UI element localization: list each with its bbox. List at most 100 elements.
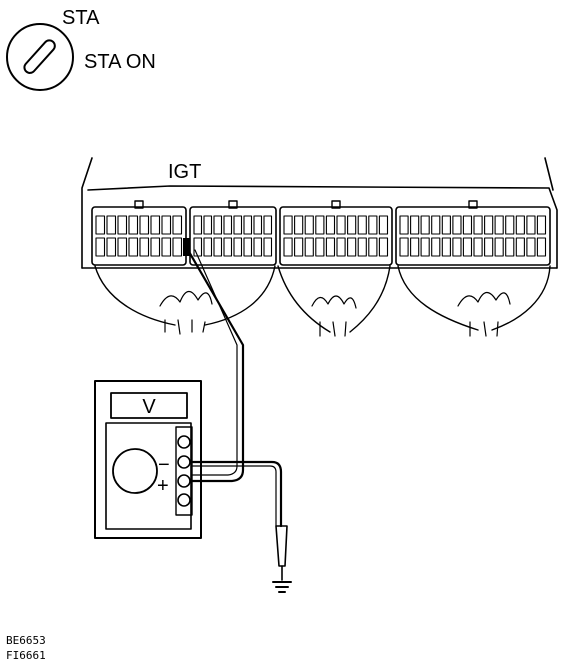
connector-pin: [139, 237, 150, 257]
ignition-switch-body: [6, 23, 74, 91]
connector-pin: [536, 215, 547, 235]
connector-block-4: [395, 206, 551, 266]
connector-pin: [294, 237, 304, 257]
connector-pin: [117, 237, 128, 257]
connector-pin: [336, 237, 346, 257]
ground-probe: [275, 525, 288, 567]
connector-pin: [283, 237, 293, 257]
connector-pin: [128, 237, 139, 257]
jack-minus: [177, 455, 191, 469]
connector-pin: [223, 237, 233, 257]
connector-pin: [263, 237, 273, 257]
connector-pin: [294, 215, 304, 235]
connector-latch-1: [134, 200, 144, 209]
connector-pin: [357, 215, 367, 235]
connector-pin: [357, 237, 367, 257]
connector-pin: [420, 215, 430, 235]
connector-pin: [515, 215, 525, 235]
jack-strip: [175, 426, 193, 516]
connector-pin: [253, 237, 263, 257]
connector-pin: [452, 237, 462, 257]
jack-plus: [177, 474, 191, 488]
connector-pin: [106, 215, 117, 235]
connector-pin: [526, 237, 536, 257]
connector-latch-2: [228, 200, 238, 209]
connector-pin: [536, 237, 547, 257]
connector-pin: [172, 215, 183, 235]
positive-test-lead-edge: [191, 249, 238, 476]
harness-bundle-1: [94, 265, 276, 326]
connector-pin: [347, 237, 357, 257]
connector-pin: [505, 215, 515, 235]
connector-pin: [243, 237, 253, 257]
negative-test-lead: [190, 460, 283, 528]
connector-pin: [223, 215, 233, 235]
key-icon: [23, 39, 56, 74]
connector-pin: [462, 237, 473, 257]
connector-pin: [368, 237, 378, 257]
connector-pin: [128, 215, 139, 235]
connector-pin: [526, 215, 536, 235]
range-dial: [112, 448, 158, 494]
connector-pin: [283, 215, 293, 235]
connector-pin: [95, 215, 106, 235]
connector-pin: [193, 215, 203, 235]
harness-bundle-2: [277, 265, 391, 333]
ignition-switch: [6, 23, 74, 91]
meter-plus-label: +: [157, 475, 169, 497]
connector-pin: [378, 215, 389, 235]
connector-pin: [315, 237, 325, 257]
voltmeter: [94, 380, 202, 539]
connector-pins: [91, 200, 551, 266]
connector-latch-4: [468, 200, 478, 209]
figure-code-1: BE6653: [6, 634, 46, 647]
connector-pin: [243, 215, 253, 235]
connector-pin: [325, 215, 336, 235]
connector-pin: [515, 237, 525, 257]
connector-pin: [494, 237, 504, 257]
voltmeter-display: [110, 392, 188, 419]
connector-pin: [399, 215, 409, 235]
harness-wires-1: [159, 290, 213, 307]
voltmeter-panel: [105, 422, 192, 530]
harness-bundle-3: [397, 265, 551, 331]
connector-pin: [484, 237, 494, 257]
harness-wires-2: [311, 295, 357, 309]
connector-block-3: [279, 206, 393, 266]
switch-title: STA: [62, 7, 100, 29]
ground-icon: [272, 581, 292, 593]
connector-pin: [233, 215, 243, 235]
connector-pin: [304, 215, 314, 235]
voltmeter-body: [94, 380, 202, 539]
connector-pin: [462, 215, 473, 235]
connector-pin: [431, 237, 441, 257]
connector-pin: [304, 237, 314, 257]
connector-pin: [233, 237, 243, 257]
harness-strands-2: [319, 321, 347, 337]
negative-test-lead-edge: [191, 465, 277, 527]
jack-1: [177, 435, 191, 449]
connector-latch-3: [331, 200, 341, 209]
connector-pin: [368, 215, 378, 235]
connector-pin: [420, 237, 430, 257]
connector-pin: [325, 237, 336, 257]
connector-pin: [494, 215, 504, 235]
connector-pin: [161, 215, 172, 235]
connector-pin: [484, 215, 494, 235]
meter-minus-label: −: [158, 454, 170, 476]
connector-pin: [441, 215, 451, 235]
meter-range-label: V: [142, 396, 156, 418]
connector-pin: [253, 215, 263, 235]
ecu-connector: [81, 157, 558, 337]
harness-strands-3: [469, 321, 499, 337]
connector-pin: [410, 237, 420, 257]
connector-block-1: [91, 206, 187, 266]
igt-pin: [183, 238, 190, 256]
figure-code-2: FI6661: [6, 649, 46, 662]
connector-pin: [452, 215, 462, 235]
connector-pin: [399, 237, 409, 257]
harness-wires-3: [457, 291, 511, 307]
connector-pin: [441, 237, 451, 257]
connector-pin: [139, 215, 150, 235]
